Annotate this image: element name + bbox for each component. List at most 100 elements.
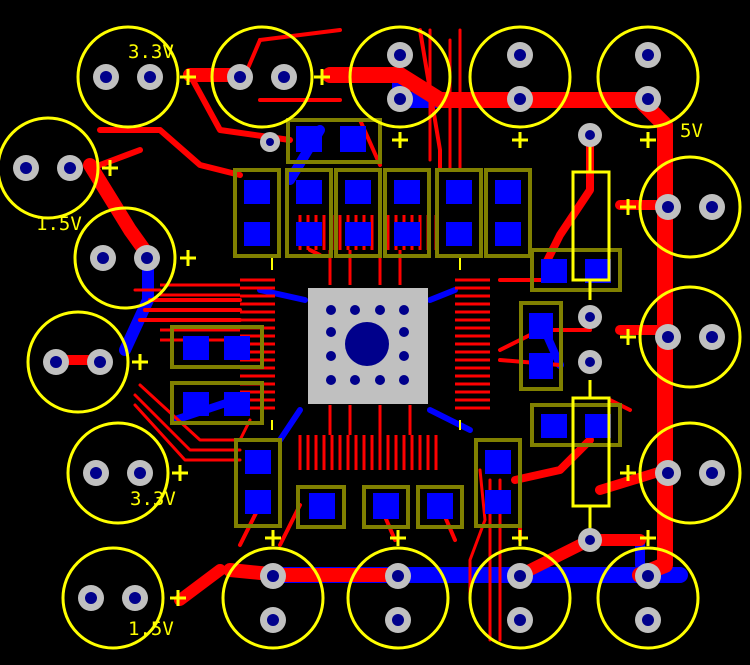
silkscreen-labels: 3.3V 1.5V 3.3V 1.5V 5V — [36, 41, 703, 640]
connector-outline — [638, 285, 742, 389]
polarity-plus-mark — [172, 465, 188, 481]
connector-pin-hole — [662, 331, 674, 343]
connector-outline — [596, 546, 700, 650]
connector-outline — [638, 421, 742, 525]
connector-pin-hole — [50, 356, 62, 368]
polarity-plus-mark — [132, 354, 148, 370]
cap-footprint-top-row — [233, 118, 532, 258]
connector-outline — [66, 421, 170, 525]
connector-11 — [620, 155, 742, 259]
polarity-plus-mark — [620, 329, 636, 345]
connector-outline — [221, 546, 325, 650]
connector-pin-hole — [141, 252, 153, 264]
connector-outline — [348, 25, 452, 129]
connector-pads — [0, 25, 742, 650]
connector-15 — [346, 530, 450, 650]
connector-12 — [620, 285, 742, 389]
polarity-plus-mark — [102, 160, 118, 176]
connector-pin-hole — [278, 71, 290, 83]
polarity-plus-mark — [390, 530, 406, 546]
connector-outline — [468, 25, 572, 129]
connector-pin-hole — [706, 331, 718, 343]
connector-pin-hole — [100, 71, 112, 83]
polarity-plus-mark — [512, 132, 528, 148]
connector-8 — [26, 310, 148, 414]
polarity-plus-mark — [620, 199, 636, 215]
connector-pin-hole — [134, 467, 146, 479]
polarity-plus-mark — [640, 530, 656, 546]
connector-outline — [346, 546, 450, 650]
connector-pin-hole — [392, 614, 404, 626]
connector-outline — [73, 206, 177, 310]
voltage-label-top-left: 3.3V — [128, 41, 174, 63]
connector-pin-hole — [90, 467, 102, 479]
connector-pin-hole — [514, 49, 526, 61]
connector-pin-hole — [234, 71, 246, 83]
polarity-plus-mark — [265, 530, 281, 546]
connector-outline — [0, 116, 100, 220]
polarity-plus-mark — [512, 530, 528, 546]
connector-pin-hole — [85, 592, 97, 604]
connector-outline — [638, 155, 742, 259]
connector-outline — [468, 546, 572, 650]
polarity-plus-mark — [180, 69, 196, 85]
connector-16 — [468, 530, 572, 650]
connector-pin-hole — [706, 467, 718, 479]
connector-6 — [0, 116, 118, 220]
connector-outline — [76, 25, 180, 129]
connector-pin-hole — [267, 570, 279, 582]
connector-3 — [348, 25, 452, 148]
connector-pin-hole — [97, 252, 109, 264]
connector-pin-hole — [514, 614, 526, 626]
connector-9 — [66, 421, 188, 525]
connector-outline — [26, 310, 130, 414]
connector-pin-hole — [514, 93, 526, 105]
resistor-footprints — [571, 145, 611, 530]
connector-17 — [596, 530, 700, 650]
connector-pin-hole — [392, 570, 404, 582]
connector-outline — [61, 546, 165, 650]
connector-pin-hole — [129, 592, 141, 604]
voltage-label-right: 5V — [680, 120, 703, 142]
qfn-pin-traces — [160, 215, 490, 470]
connector-pin-hole — [394, 49, 406, 61]
polarity-plus-mark — [180, 250, 196, 266]
connector-14 — [221, 530, 325, 650]
connector-pin-hole — [642, 614, 654, 626]
connector-7 — [73, 206, 196, 310]
smd-footprints — [170, 118, 622, 529]
polarity-plus-mark — [620, 465, 636, 481]
single-vias — [260, 123, 602, 552]
polarity-plus-mark — [170, 590, 186, 606]
connector-13 — [620, 421, 742, 525]
connector-pin-hole — [94, 356, 106, 368]
connector-4 — [468, 25, 572, 148]
polarity-plus-mark — [392, 132, 408, 148]
voltage-label-bottom-left: 1.5V — [128, 618, 174, 640]
connector-pin-hole — [20, 162, 32, 174]
connector-pin-hole — [642, 49, 654, 61]
thermal-via-array — [326, 305, 409, 385]
connector-outline — [210, 25, 314, 129]
voltage-label-left-upper: 1.5V — [36, 213, 82, 235]
voltage-label-left-lower: 3.3V — [130, 488, 176, 510]
qfn-ic — [271, 258, 461, 430]
connector-pin-hole — [394, 93, 406, 105]
connector-pin-hole — [662, 201, 674, 213]
connector-2 — [210, 25, 330, 129]
connector-outline — [596, 25, 700, 129]
connector-pin-hole — [706, 201, 718, 213]
connector-pin-hole — [514, 570, 526, 582]
connector-5 — [596, 25, 700, 148]
thermal-via-main — [345, 322, 389, 366]
connector-1 — [76, 25, 196, 129]
polarity-plus-mark — [314, 69, 330, 85]
connector-pin-hole — [144, 71, 156, 83]
connector-pin-hole — [662, 467, 674, 479]
connector-10 — [61, 546, 186, 650]
connector-pin-hole — [642, 570, 654, 582]
connector-pin-hole — [267, 614, 279, 626]
connector-pin-hole — [642, 93, 654, 105]
